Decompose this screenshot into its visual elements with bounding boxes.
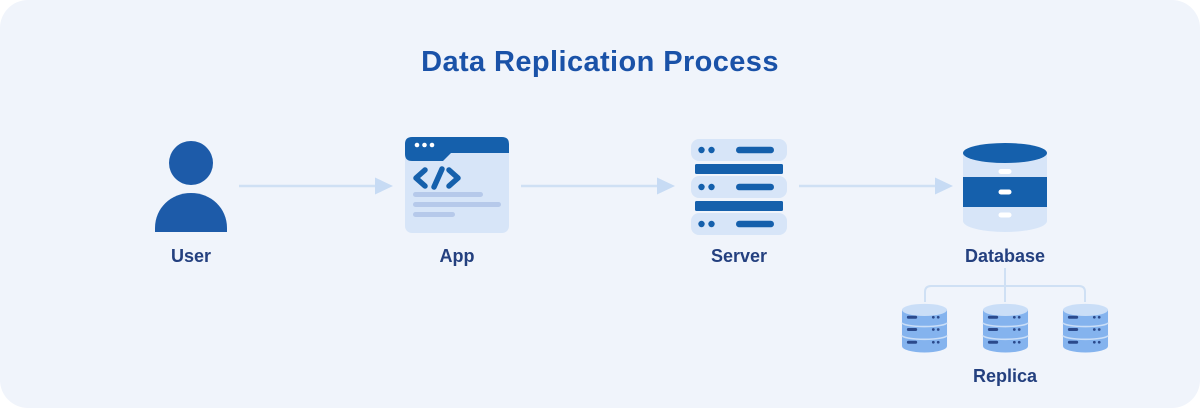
server-label: Server	[710, 246, 768, 266]
diagram-title: Data Replication Process	[421, 46, 779, 78]
replica-database-icon	[901, 302, 948, 357]
user-icon	[155, 141, 227, 232]
database-icon	[963, 143, 1047, 232]
code-icon	[413, 166, 461, 190]
replica-database-icon	[1062, 302, 1109, 357]
replica-branch-connector	[924, 268, 1086, 302]
database-label: Database	[964, 246, 1046, 266]
user-label: User	[170, 246, 212, 266]
app-label: App	[439, 246, 475, 266]
replica-label: Replica	[972, 366, 1038, 386]
arrow-server-to-database	[798, 174, 954, 198]
replica-database-icon	[982, 302, 1029, 357]
server-icon	[691, 139, 787, 235]
app-browser-icon	[405, 137, 509, 233]
arrow-user-to-app	[238, 174, 394, 198]
arrow-app-to-server	[520, 174, 676, 198]
